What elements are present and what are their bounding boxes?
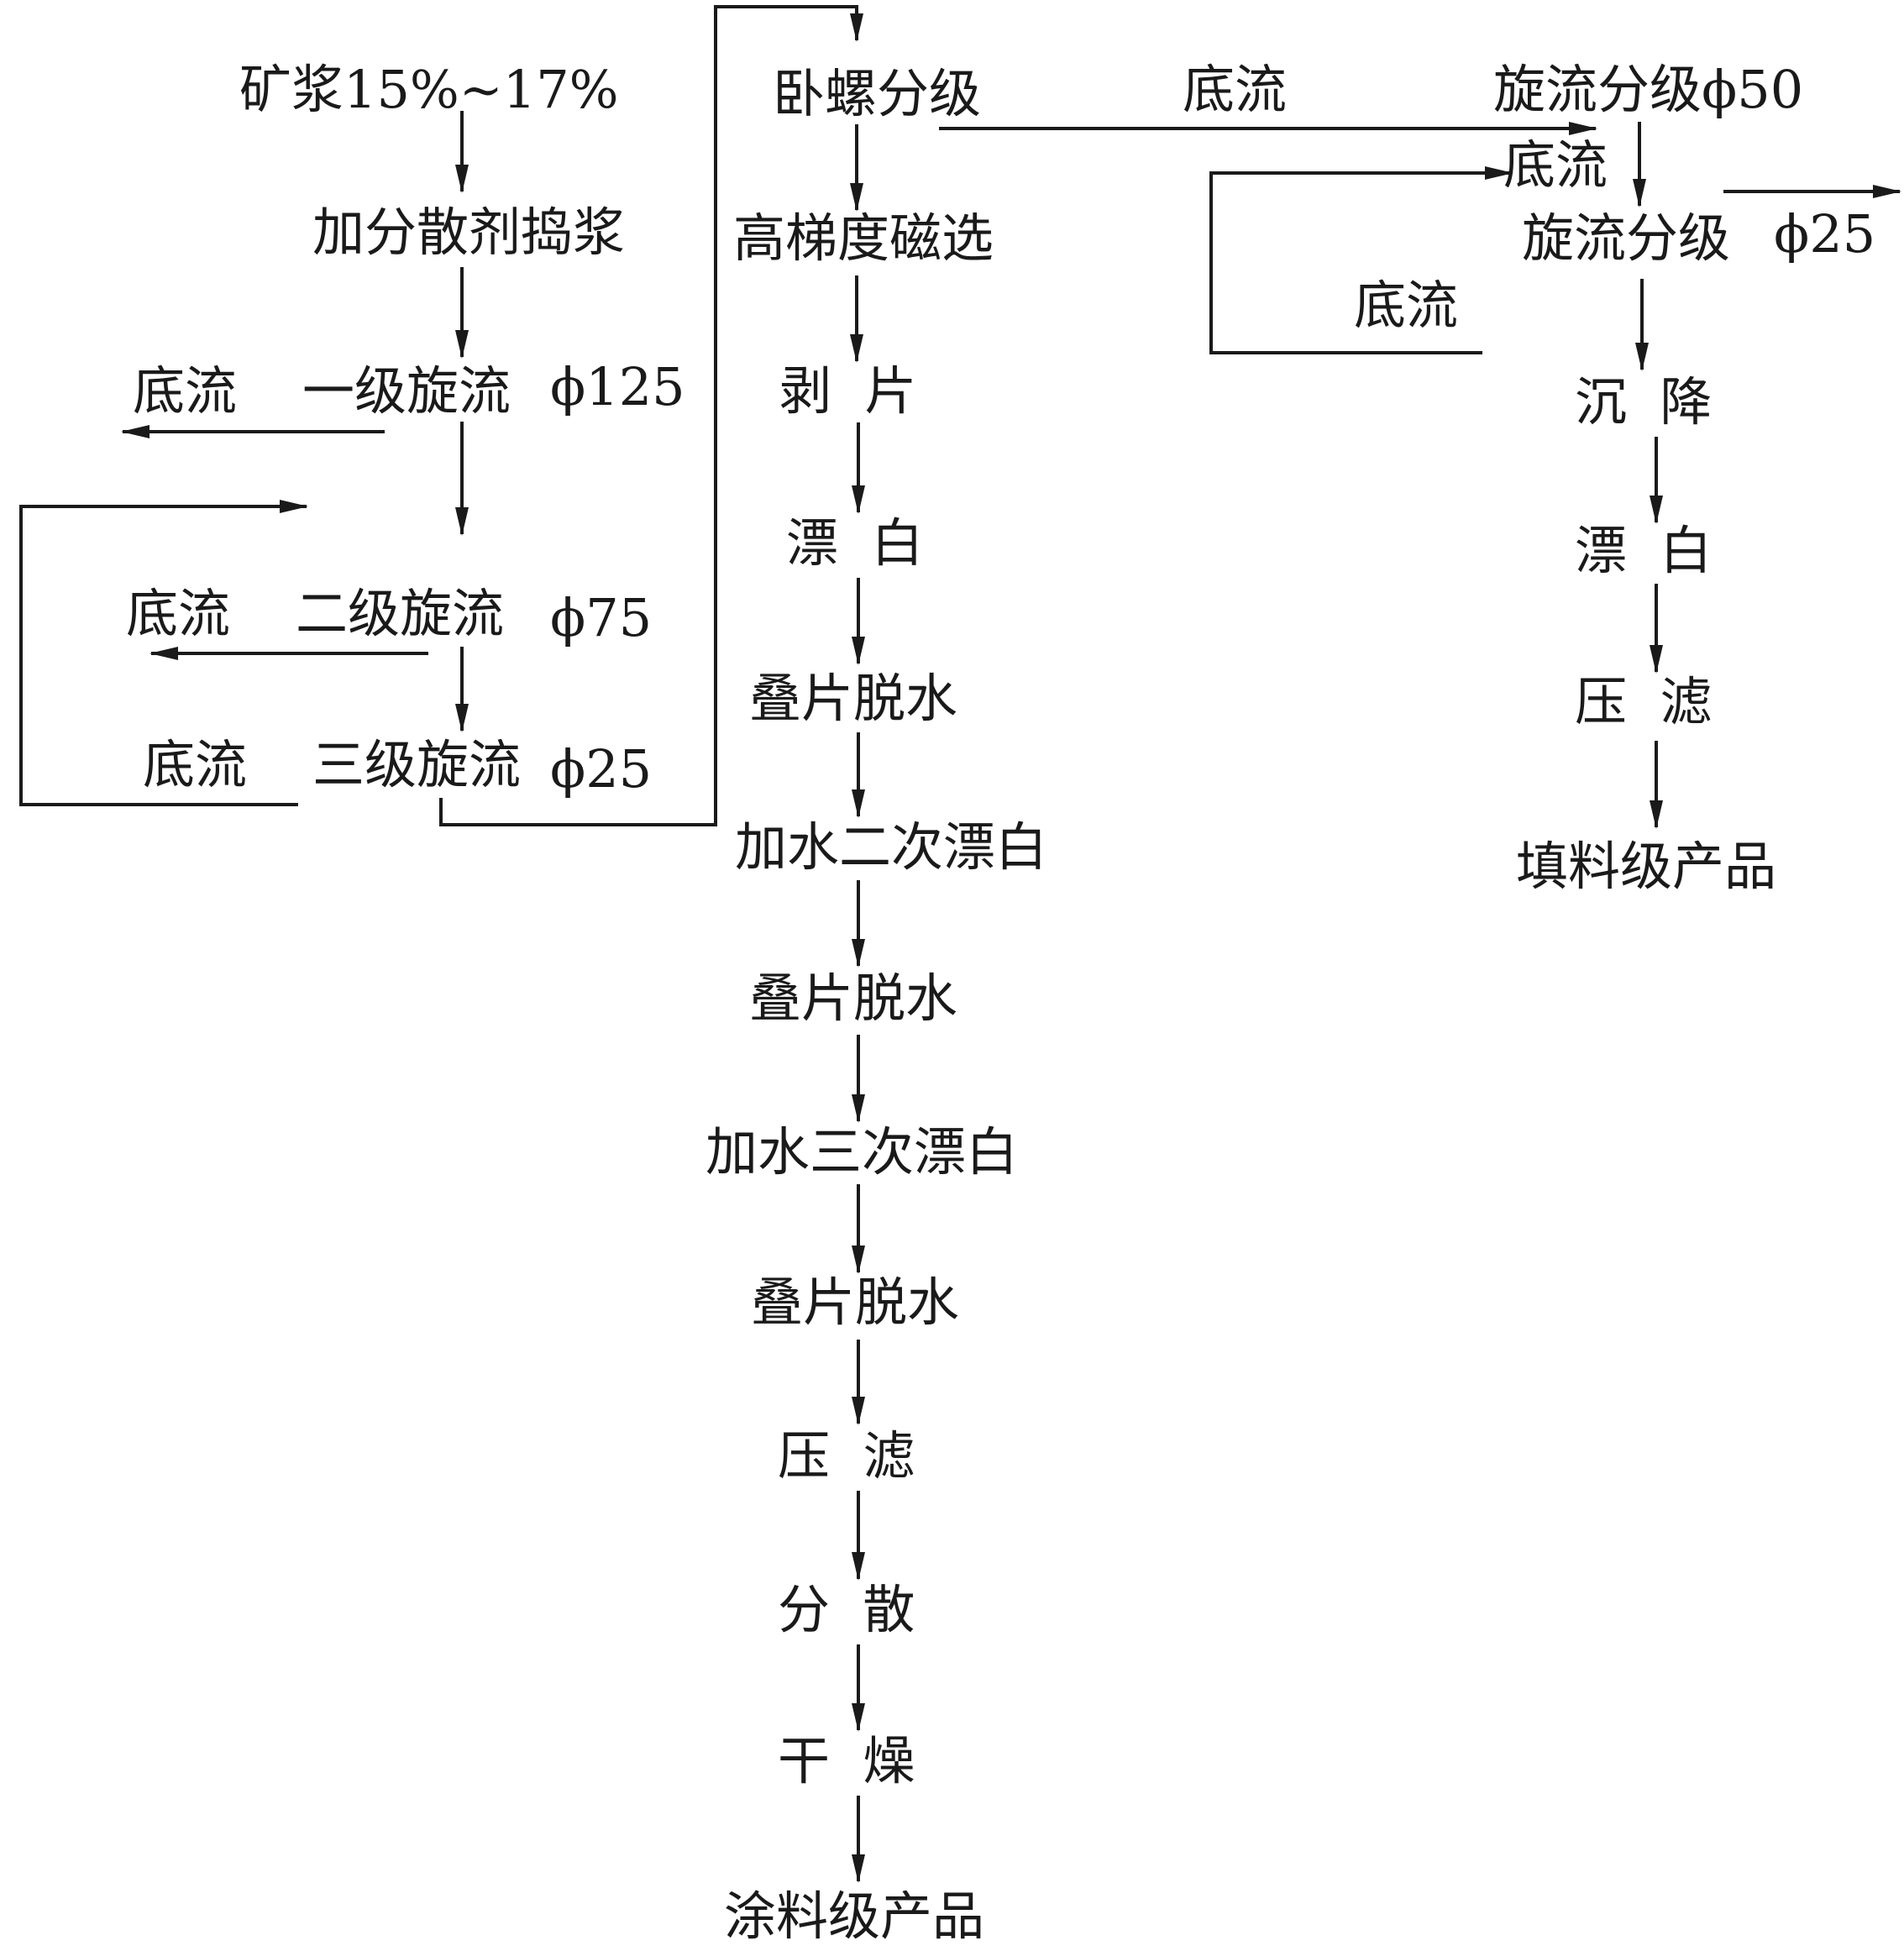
cyclone-classify-25-node: 旋流分级 [1522, 207, 1730, 269]
underflow-label-1: 底流 [133, 360, 237, 422]
bleach-right-node: 漂 白 [1575, 520, 1712, 581]
coating-product-node: 涂料级产品 [724, 1885, 984, 1947]
cyclone-3-node: 三级旋流 [312, 734, 521, 795]
phi-25-label-b: ϕ25 [1774, 203, 1875, 265]
bleach-1-node: 漂 白 [786, 512, 923, 574]
filter-press-2-node: 压 滤 [1575, 671, 1712, 732]
horizontal-classifier-node: 卧螺分级 [773, 63, 981, 124]
dispersant-node: 加分散剂捣浆 [312, 202, 625, 263]
phi-25-label-a: ϕ25 [550, 738, 652, 800]
filler-product-node: 填料级产品 [1516, 836, 1776, 897]
settle-node: 沉 降 [1575, 371, 1712, 433]
recycle-loop-cyclone-3-to-cyclone-2 [19, 500, 308, 806]
dewater-1-node: 叠片脱水 [749, 668, 957, 729]
cyclone-2-node: 二级旋流 [296, 583, 504, 644]
filter-press-1-node: 压 滤 [778, 1425, 915, 1487]
underflow-label-5: 底流 [1354, 275, 1458, 336]
cyclone-classify-50-node: 旋流分级ϕ50 [1493, 59, 1803, 120]
underflow-label-2: 底流 [126, 583, 230, 644]
cyclone-1-node: 一级旋流 [302, 360, 511, 422]
magnetic-separation-node: 高梯度磁选 [733, 207, 994, 269]
slurry-node: 矿浆15%~17% [239, 59, 619, 120]
bleach-3-node: 加水三次漂白 [705, 1121, 1018, 1183]
dry-node: 干 燥 [778, 1730, 915, 1791]
delaminate-node: 剥 片 [779, 360, 916, 422]
phi-125-label: ϕ125 [550, 356, 685, 417]
underflow-label-4: 底流 [1503, 134, 1608, 196]
recycle-loop-right-branch [1209, 166, 1513, 354]
disperse-node: 分 散 [778, 1579, 915, 1640]
connector-cyclone-3-to-classifier [439, 5, 863, 826]
underflow-label-top: 底流 [1183, 59, 1287, 120]
dewater-3-node: 叠片脱水 [751, 1272, 959, 1333]
dewater-2-node: 叠片脱水 [749, 968, 957, 1029]
bleach-2-node: 加水二次漂白 [735, 816, 1047, 878]
underflow-label-3: 底流 [143, 734, 247, 795]
phi-75-label: ϕ75 [550, 587, 652, 648]
